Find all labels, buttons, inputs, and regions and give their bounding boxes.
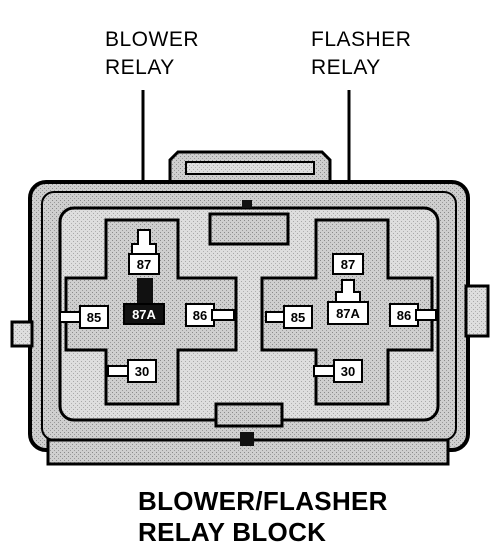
flasher-pin-86-label: 86 xyxy=(397,308,411,323)
blower-pin-85-box xyxy=(79,305,109,329)
blower-relay-label: BLOWER RELAY xyxy=(105,26,199,82)
flasher-pin-87-box xyxy=(332,253,364,275)
blower-pin-87a-label: 87A xyxy=(132,307,156,322)
blower-pin-87-box xyxy=(128,253,160,275)
blower-pin-85-label: 85 xyxy=(87,310,101,325)
caption-line1: BLOWER/FLASHER xyxy=(138,486,388,516)
blower-pin-30-label: 30 xyxy=(135,364,149,379)
flasher-relay-label-line1: FLASHER xyxy=(311,28,412,51)
flasher-pin-85-box xyxy=(283,305,313,329)
flasher-terminal-86-blade xyxy=(415,309,437,321)
blower-relay-label-line2: RELAY xyxy=(105,56,175,79)
right-side-tab xyxy=(464,284,490,338)
flasher-pin-85-label: 85 xyxy=(291,310,305,325)
flasher-pin-30-label: 30 xyxy=(341,364,355,379)
center-bottom-key xyxy=(214,402,284,428)
center-top-key xyxy=(208,212,290,246)
blower-terminal-87a-blade xyxy=(137,278,153,304)
flasher-relay-label-line2: RELAY xyxy=(311,56,381,79)
blower-pin-87-label: 87 xyxy=(137,257,151,272)
top-latch-slot xyxy=(185,161,315,175)
bottom-center-notch xyxy=(240,432,254,446)
diagram-caption: BLOWER/FLASHER RELAY BLOCK xyxy=(138,486,388,548)
center-top-key-dot xyxy=(242,200,252,208)
blower-terminal-85-blade xyxy=(59,311,83,323)
caption-line2: RELAY BLOCK xyxy=(138,517,327,547)
flasher-pin-87-label: 87 xyxy=(341,257,355,272)
flasher-pin-30-box xyxy=(333,359,363,383)
blower-terminal-86-blade xyxy=(211,309,235,321)
blower-pin-86-label: 86 xyxy=(193,308,207,323)
blower-relay-label-line1: BLOWER xyxy=(105,28,200,51)
flasher-pin-87a-label: 87A xyxy=(336,306,360,321)
flasher-pin-87a-box xyxy=(327,301,369,325)
flasher-relay-label: FLASHER RELAY xyxy=(311,26,411,82)
blower-pin-87a-box xyxy=(123,303,165,325)
left-side-tab xyxy=(10,320,34,348)
blower-pin-30-box xyxy=(127,359,157,383)
